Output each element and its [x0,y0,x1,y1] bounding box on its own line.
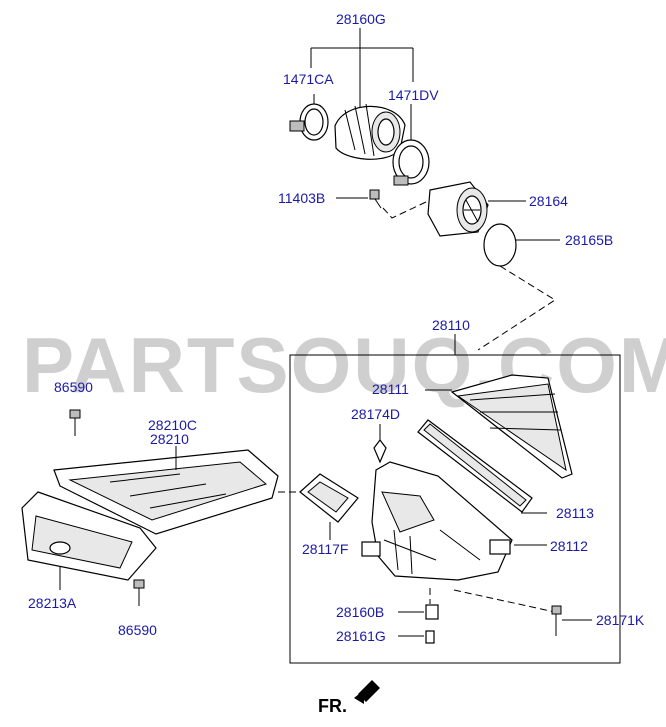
filter-element-28113[interactable] [417,419,533,513]
callout-28174d[interactable]: 28174D [351,406,400,422]
callout-28213a[interactable]: 28213A [28,595,77,611]
cleaner-case-28112[interactable] [361,461,513,581]
callout-28111[interactable]: 28111 [372,381,409,397]
callout-28160g[interactable]: 28160G [336,11,386,27]
airflow-sensor-28164[interactable] [427,181,489,237]
clip-86590-bottom[interactable] [133,579,145,606]
callout-1471dv[interactable]: 1471DV [388,87,439,103]
grommet-28160b[interactable] [425,604,439,620]
cap-28161g[interactable] [425,630,435,644]
clamp-1471dv[interactable] [392,139,430,186]
callout-11403b[interactable]: 11403B [278,190,325,206]
clip-28174d[interactable] [373,439,387,464]
clip-86590-top[interactable] [69,409,81,436]
callout-28165b[interactable]: 28165B [565,232,613,248]
air-cleaner-box-outline [289,354,621,664]
callout-28110[interactable]: 28110 [432,317,470,333]
callout-28210[interactable]: 28210 [150,431,189,447]
cleaner-cover-28111[interactable] [450,374,573,479]
callout-28161g[interactable]: 28161G [336,628,386,644]
front-direction-label: FR. [318,696,347,716]
clamp-1471ca[interactable] [289,103,329,141]
watermark: PARTSOUQ.COM [22,321,666,409]
o-ring-28165b[interactable] [483,223,517,267]
callout-86590-bottom[interactable]: 86590 [118,622,157,638]
callout-28117f[interactable]: 28117F [302,541,348,557]
air-hose-assembly [289,28,560,351]
callout-28113[interactable]: 28113 [556,505,594,521]
callout-28164[interactable]: 28164 [529,193,568,209]
callout-28171k[interactable]: 28171K [596,612,645,628]
air-duct-28210[interactable] [53,449,279,535]
front-arrow-icon [354,680,380,704]
gasket-28117f[interactable] [299,473,359,523]
callout-1471ca[interactable]: 1471CA [283,71,334,87]
callout-28112[interactable]: 28112 [550,538,588,554]
callout-28160b[interactable]: 28160B [336,604,384,620]
callout-86590-top[interactable]: 86590 [54,379,93,395]
hose-28160g[interactable] [334,103,406,160]
air-guide-28213a[interactable] [21,491,157,581]
bolt-28171k[interactable] [551,605,562,636]
bolt-11403b[interactable] [369,189,382,209]
callout-28210c[interactable]: 28210C [148,417,197,433]
